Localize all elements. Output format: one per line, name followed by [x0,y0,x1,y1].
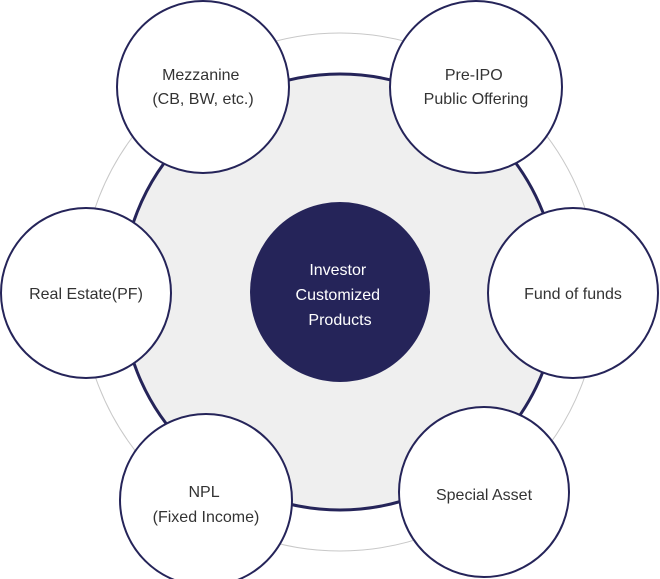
node-label-line: NPL [189,484,220,501]
node-circle [398,406,570,578]
node-circle [0,207,172,379]
center-label-line: Customized [296,287,380,304]
center-label-line: Investor [309,262,367,279]
node-label-line: (CB, BW, etc.) [152,91,253,108]
node-label-line: (Fixed Income) [153,509,260,526]
node-circle [116,0,290,174]
center-label-line: Products [308,312,371,329]
center-circle [250,202,430,382]
node-npl: NPL (Fixed Income) [119,413,293,579]
node-fund-of-funds: Fund of funds [487,207,659,379]
center-label: Investor Customized Products [296,262,385,329]
node-label: Special Asset [436,487,533,504]
node-circle [389,0,563,174]
node-special-asset: Special Asset [398,406,570,578]
node-mezzanine: Mezzanine (CB, BW, etc.) [116,0,290,174]
node-real-estate: Real Estate(PF) [0,207,172,379]
node-label: Fund of funds [524,286,622,303]
node-label-line: Public Offering [424,91,529,108]
node-pre-ipo: Pre-IPO Public Offering [389,0,563,174]
node-circle [119,413,293,579]
node-label-line: Mezzanine [162,67,239,84]
node-label: Real Estate(PF) [29,286,143,303]
node-label-line: Pre-IPO [445,67,503,84]
node-label: Pre-IPO Public Offering [424,67,529,108]
node-label-line: Fund of funds [524,286,622,303]
node-circle [487,207,659,379]
node-label-line: Special Asset [436,487,533,504]
node-label-line: Real Estate(PF) [29,286,143,303]
node-label: Mezzanine (CB, BW, etc.) [152,67,253,108]
node-label: NPL (Fixed Income) [153,484,260,526]
